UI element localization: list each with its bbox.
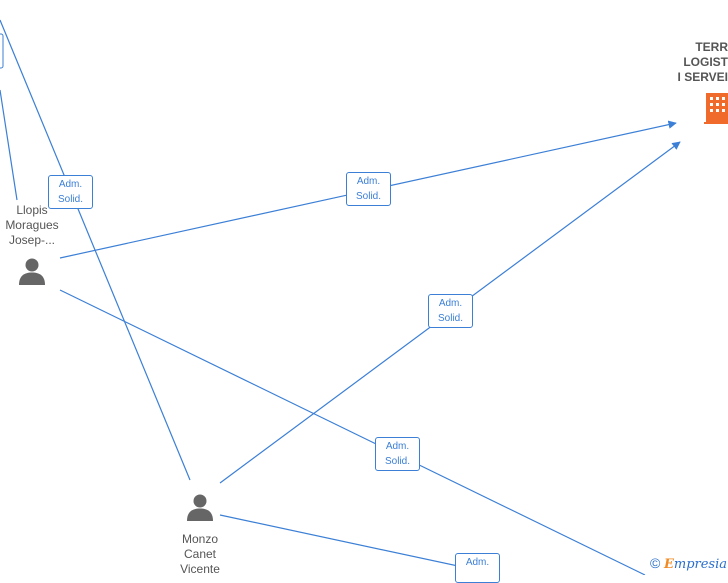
- edge-offscreen-2: [0, 89, 18, 201]
- edge-label-line2: Solid.: [355, 191, 381, 202]
- person-name-line: Josep-...: [8, 233, 56, 247]
- copyright-symbol: ©: [650, 555, 661, 571]
- edge-llopis-offscreen: [59, 289, 646, 575]
- person-node-monzo[interactable]: Monzo Canet Vicente: [170, 492, 230, 577]
- edge-label-adm-solid[interactable]: Adm. Solid.: [428, 294, 473, 328]
- edge-label-line2: Solid.: [57, 194, 83, 205]
- edge-label-line1: Adm.: [356, 176, 381, 187]
- company-name: TERR LOGIST I SERVEI: [668, 40, 728, 85]
- person-name-line: Vicente: [180, 562, 220, 576]
- edge-label-adm-solid[interactable]: Adm. Solid.: [346, 172, 391, 206]
- edge-label-line1: Adm.: [465, 557, 490, 568]
- person-icon: [187, 494, 213, 521]
- person-icon: [19, 258, 45, 285]
- edge-monzo-offscreen: [219, 514, 501, 575]
- brand-logo-letter: E: [663, 557, 674, 572]
- company-name-line: TERR: [695, 40, 728, 54]
- person-name-line: Canet: [183, 547, 217, 561]
- edge-label-line2: Solid.: [384, 456, 410, 467]
- person-name-line: Llopis: [16, 203, 48, 217]
- empresia-watermark: © Empresia: [650, 555, 727, 572]
- company-name-line: LOGIST: [683, 55, 728, 69]
- person-name-line: Monzo: [181, 532, 219, 546]
- person-name: Llopis Moragues Josep-...: [0, 203, 64, 248]
- company-name-line: I SERVEI: [677, 70, 728, 84]
- person-name: Monzo Canet Vicente: [170, 532, 230, 577]
- edge-label-adm[interactable]: Adm.: [455, 553, 500, 583]
- brand-logo-text: mpresia: [673, 557, 728, 572]
- person-name-line: Moragues: [5, 218, 59, 232]
- edge-label-line1: Adm.: [58, 179, 83, 190]
- building-icon: [704, 93, 728, 124]
- person-node-llopis[interactable]: Llopis Moragues Josep-...: [0, 203, 64, 290]
- edge-label-line1: Adm.: [385, 441, 410, 452]
- offscreen-label-fragment: [0, 33, 4, 69]
- edge-label-line1: Adm.: [438, 298, 463, 309]
- edge-label-adm-solid[interactable]: Adm. Solid.: [48, 175, 93, 209]
- company-node[interactable]: TERR LOGIST I SERVEI: [668, 40, 728, 129]
- edge-label-adm-solid[interactable]: Adm. Solid.: [375, 437, 420, 471]
- edge-label-line2: Solid.: [437, 313, 463, 324]
